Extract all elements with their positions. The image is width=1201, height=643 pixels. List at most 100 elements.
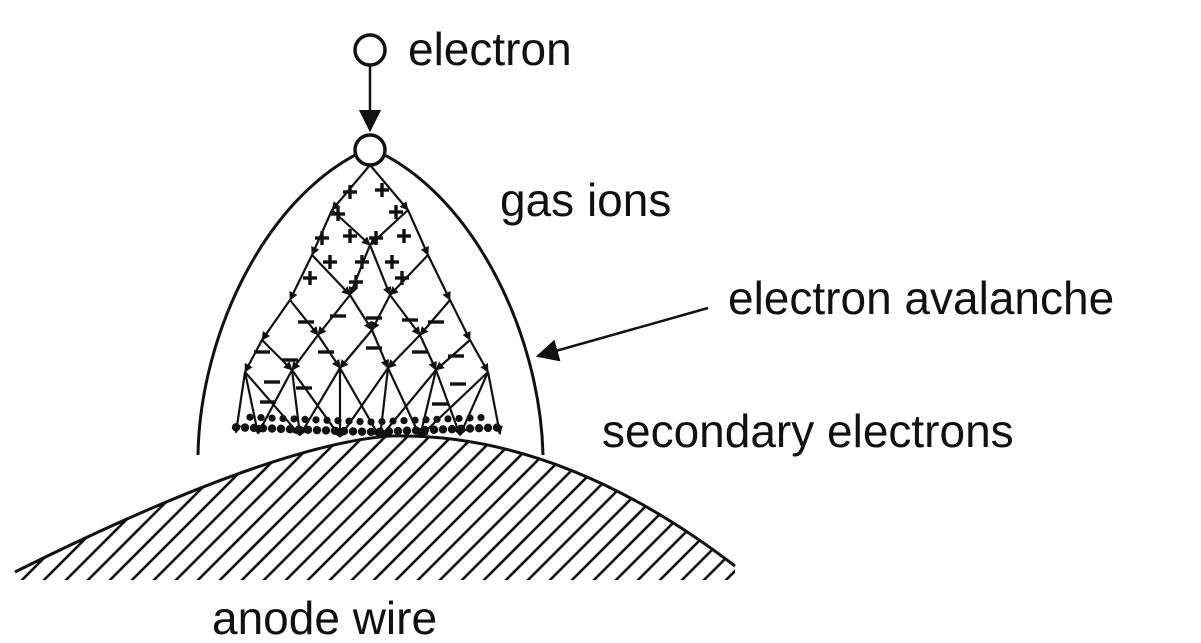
charge-dot — [474, 423, 484, 433]
charge-dot — [465, 424, 475, 433]
charge-dot — [312, 425, 322, 435]
charge-dot — [366, 427, 376, 437]
label-electron-avalanche: electron avalanche — [728, 272, 1114, 324]
cascade-path — [289, 299, 319, 336]
hatch-line — [671, 435, 735, 580]
charge-dot — [290, 415, 298, 423]
cascade-ray — [339, 367, 389, 438]
hatch-line — [33, 435, 195, 580]
charge-dot — [334, 417, 342, 425]
cascade-path — [348, 244, 372, 296]
hatch-line — [55, 435, 217, 580]
label-electron: electron — [408, 23, 572, 75]
charge-dot — [339, 426, 349, 436]
charge-dot — [285, 425, 295, 434]
hatch-line — [15, 435, 85, 580]
charge-dot — [356, 418, 364, 426]
avalanche-pointer-arrow — [535, 306, 709, 362]
cascade-path — [291, 334, 319, 371]
charge-dot — [384, 427, 394, 436]
hatch-line — [231, 435, 393, 580]
hatch-line — [693, 435, 735, 580]
cascade-path — [349, 294, 373, 331]
hatch-line — [15, 435, 41, 580]
charge-dot — [477, 413, 485, 422]
charge-dot — [301, 415, 309, 423]
hatch-line — [15, 435, 107, 580]
charge-dot — [378, 417, 386, 426]
charge-dot — [447, 424, 457, 434]
cascade-path — [469, 339, 489, 373]
anode-wire-outline — [14, 434, 736, 574]
cascade-path — [419, 299, 451, 336]
charge-dot — [258, 424, 268, 433]
charge-dot — [246, 413, 254, 421]
gas-ions-group — [303, 183, 411, 289]
hatch-line — [253, 435, 415, 580]
charge-dot — [276, 424, 286, 434]
cascade-ray — [458, 371, 490, 437]
charge-dot — [357, 427, 367, 436]
cascade-path — [387, 334, 421, 369]
cascade-path — [311, 254, 351, 296]
charge-dot — [321, 426, 331, 435]
charge-dot — [456, 424, 466, 434]
charge-dot — [312, 416, 320, 424]
cascade-ray — [232, 371, 247, 434]
charge-dot — [393, 426, 403, 436]
cascade-ray — [291, 369, 341, 438]
hatch-line — [209, 435, 371, 580]
cascade-ray — [339, 367, 381, 439]
charge-dot — [433, 415, 441, 423]
charge-dot — [375, 427, 385, 436]
hatch-line — [187, 435, 349, 580]
charge-dot — [257, 414, 265, 422]
charge-dot — [345, 417, 353, 425]
cascade-path — [427, 254, 451, 301]
charge-dot — [303, 425, 313, 435]
hatch-line — [275, 435, 437, 580]
cascade-ray — [379, 369, 437, 439]
charge-dot — [411, 416, 419, 424]
charge-dot — [279, 414, 287, 423]
charge-dot — [240, 423, 250, 432]
charge-dot — [323, 416, 331, 424]
charge-dot — [444, 415, 452, 423]
charge-dot — [267, 424, 277, 433]
cascade-ray — [419, 371, 489, 438]
cascade-path — [289, 254, 313, 301]
cascade-ray — [290, 369, 304, 437]
charge-dot — [420, 425, 430, 435]
cascade-path — [244, 339, 263, 373]
cascade-path — [389, 294, 421, 336]
cascade-path — [261, 299, 291, 341]
cascade-ray — [299, 367, 341, 436]
hatch-line — [385, 435, 547, 580]
charge-dot — [422, 416, 430, 424]
cascade-path — [406, 209, 430, 256]
hatch-line — [319, 435, 481, 580]
secondary-electrons-group — [254, 314, 466, 406]
hatch-line — [77, 435, 239, 580]
cascade-path — [339, 329, 373, 369]
cascade-path — [261, 339, 293, 371]
hatch-line — [143, 435, 305, 580]
hatch-line — [165, 435, 327, 580]
cascade-ray — [387, 367, 421, 438]
cascade-path — [369, 164, 409, 211]
hatch-line — [15, 435, 151, 580]
cascade-path — [371, 294, 391, 331]
charge-dot — [249, 423, 259, 433]
hatch-line — [451, 435, 613, 580]
hatch-line — [341, 435, 503, 580]
primary-electron — [353, 33, 387, 67]
cascade-ray — [417, 369, 438, 438]
charge-dot — [268, 414, 276, 422]
avalanche-envelope — [196, 146, 545, 456]
label-anode-wire: anode wire — [212, 592, 437, 643]
hatch-line — [429, 435, 591, 580]
hatch-line — [297, 435, 459, 580]
cascade-path — [368, 244, 392, 296]
